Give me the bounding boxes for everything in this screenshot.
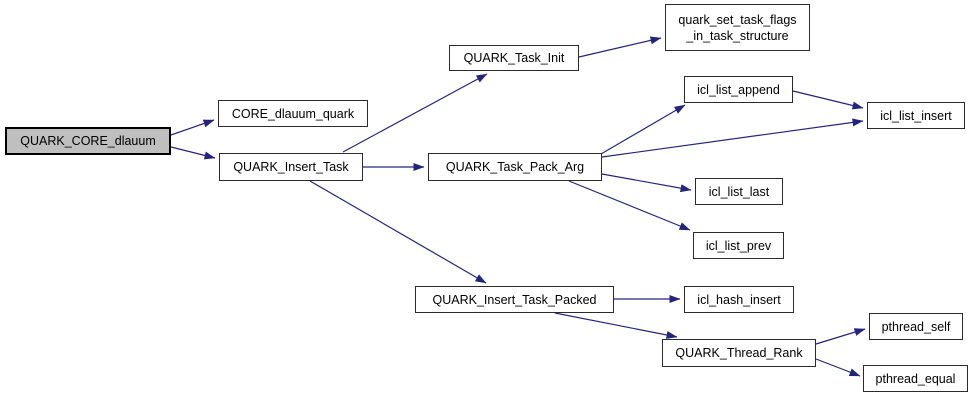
node-CORE_dlauum_quark[interactable]: CORE_dlauum_quark — [218, 100, 368, 127]
edge-QUARK_Insert_Task_Packed-to-QUARK_Thread_Rank — [554, 312, 678, 339]
node-QUARK_Task_Init[interactable]: QUARK_Task_Init — [449, 45, 579, 71]
node-QUARK_CORE_dlauum: QUARK_CORE_dlauum — [5, 127, 171, 155]
node-QUARK_Insert_Task_Packed[interactable]: QUARK_Insert_Task_Packed — [415, 286, 614, 313]
node-icl_list_insert[interactable]: icl_list_insert — [867, 102, 965, 129]
edge-QUARK_CORE_dlauum-to-QUARK_Insert_Task — [170, 146, 216, 160]
edge-QUARK_Insert_Task-to-QUARK_Task_Init — [342, 73, 488, 153]
edge-QUARK_Thread_Rank-to-pthread_self — [815, 328, 866, 345]
edge-icl_list_append-to-icl_list_insert — [792, 90, 864, 110]
node-icl_list_prev[interactable]: icl_list_prev — [693, 232, 784, 259]
edge-QUARK_Task_Pack_Arg-to-icl_list_insert — [601, 118, 864, 158]
edge-QUARK_Task_Pack_Arg-to-icl_list_prev — [568, 180, 691, 231]
node-icl_list_last[interactable]: icl_list_last — [695, 178, 783, 205]
edge-QUARK_Task_Init-to-quark_set_task_flags_in_task_structure — [578, 36, 662, 58]
node-QUARK_Insert_Task[interactable]: QUARK_Insert_Task — [219, 153, 363, 181]
edge-QUARK_CORE_dlauum-to-CORE_dlauum_quark — [170, 119, 215, 136]
node-icl_list_append[interactable]: icl_list_append — [684, 76, 793, 103]
edge-QUARK_Task_Pack_Arg-to-icl_list_last — [601, 173, 692, 193]
node-pthread_equal[interactable]: pthread_equal — [863, 365, 968, 392]
node-QUARK_Thread_Rank[interactable]: QUARK_Thread_Rank — [662, 339, 816, 367]
edge-QUARK_Insert_Task-to-QUARK_Insert_Task_Packed — [309, 180, 487, 284]
edge-QUARK_Task_Pack_Arg-to-icl_list_append — [600, 104, 686, 155]
edge-QUARK_Thread_Rank-to-pthread_equal — [815, 358, 861, 377]
node-quark_set_task_flags_in_task_structure[interactable]: quark_set_task_flags _in_task_structure — [665, 4, 810, 51]
node-QUARK_Task_Pack_Arg[interactable]: QUARK_Task_Pack_Arg — [428, 153, 602, 181]
node-pthread_self[interactable]: pthread_self — [869, 313, 963, 340]
node-icl_hash_insert[interactable]: icl_hash_insert — [684, 286, 794, 313]
